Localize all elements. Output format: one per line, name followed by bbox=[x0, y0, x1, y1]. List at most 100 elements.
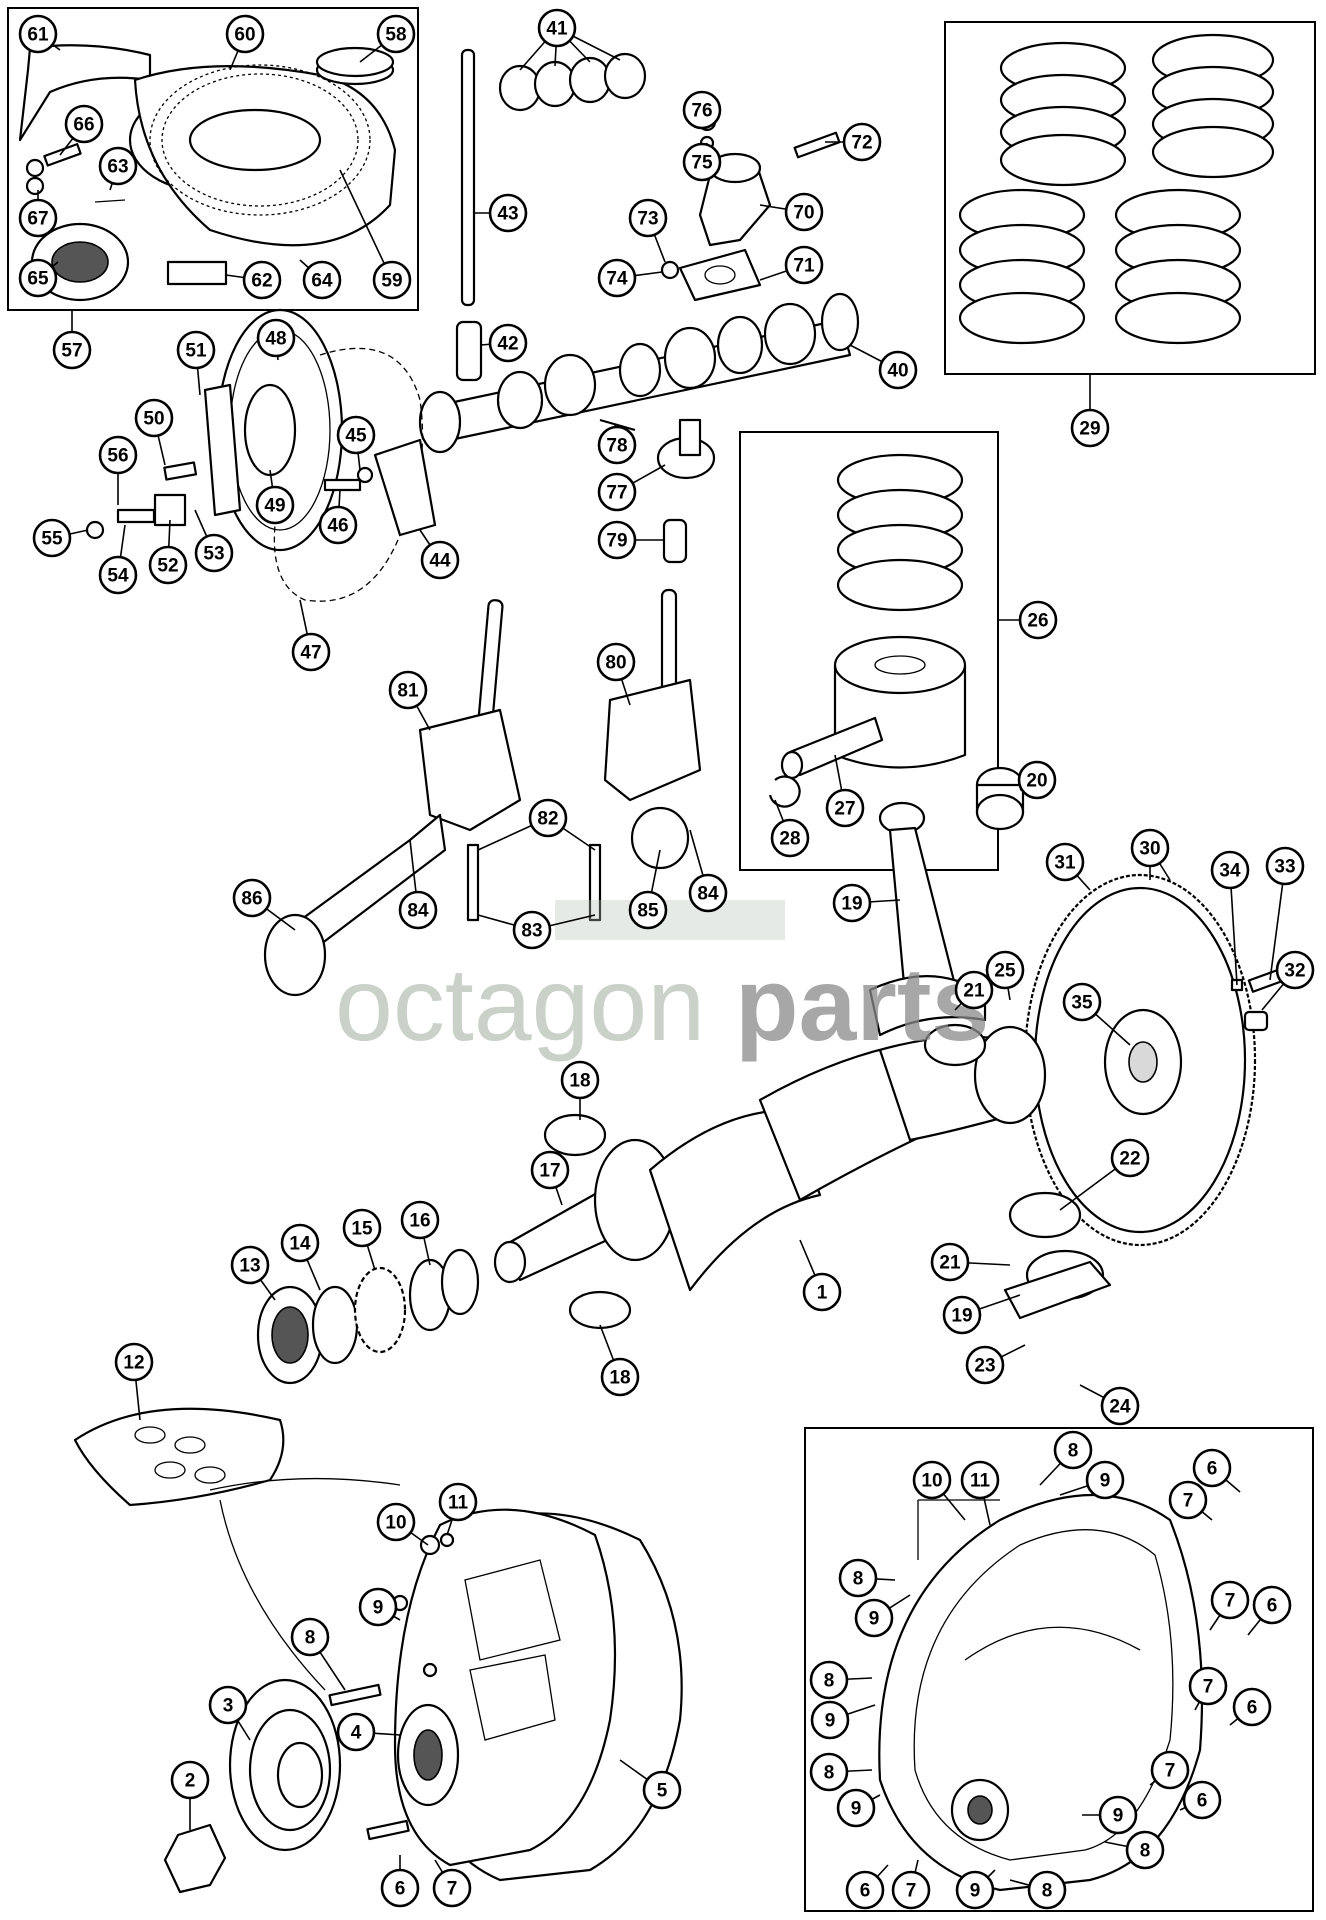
callout-circle bbox=[854, 1598, 894, 1638]
part-callout-62: 62 bbox=[242, 260, 282, 300]
callout-circle bbox=[1110, 1138, 1150, 1178]
callout-number: 7 bbox=[906, 1881, 917, 1902]
callout-circle bbox=[1130, 828, 1170, 868]
callout-circle bbox=[380, 1868, 420, 1908]
callout-number: 44 bbox=[429, 551, 451, 572]
callout-circle bbox=[18, 198, 58, 238]
part-callout-8: 8 bbox=[1053, 1430, 1093, 1470]
callout-number: 26 bbox=[1027, 611, 1048, 632]
callout-circle bbox=[878, 350, 918, 390]
bolt-kit-drawing bbox=[73, 1407, 285, 1507]
callout-number: 6 bbox=[860, 1881, 871, 1902]
part-callout-23: 23 bbox=[965, 1345, 1005, 1385]
callout-circle bbox=[600, 1357, 640, 1397]
part-callout-52: 52 bbox=[148, 545, 188, 585]
distributor-housing-drawing bbox=[599, 112, 841, 564]
callout-number: 49 bbox=[264, 496, 285, 517]
callout-circle bbox=[376, 14, 416, 54]
part-callout-16: 16 bbox=[400, 1200, 440, 1240]
callout-circle bbox=[255, 485, 295, 525]
callout-number: 84 bbox=[697, 884, 719, 905]
callout-number: 35 bbox=[1071, 993, 1093, 1014]
part-callout-55: 55 bbox=[32, 518, 72, 558]
callout-circle bbox=[18, 14, 58, 54]
callout-number: 9 bbox=[825, 1711, 836, 1732]
callout-circle bbox=[770, 818, 810, 858]
part-callout-64: 64 bbox=[302, 260, 342, 300]
callout-number: 81 bbox=[397, 681, 419, 702]
callout-number: 30 bbox=[1139, 839, 1160, 860]
timing-cover-rear-view-drawing bbox=[878, 1493, 1204, 1892]
callout-circle bbox=[954, 970, 994, 1010]
callout-circle bbox=[1210, 1580, 1250, 1620]
part-callout-65: 65 bbox=[18, 258, 58, 298]
part-callout-61: 61 bbox=[18, 14, 58, 54]
callout-circle bbox=[845, 1870, 885, 1910]
callout-circle bbox=[810, 1700, 850, 1740]
part-callout-3: 3 bbox=[208, 1685, 248, 1725]
part-callout-21: 21 bbox=[930, 1242, 970, 1282]
callout-number: 53 bbox=[203, 544, 224, 565]
part-callout-71: 71 bbox=[784, 245, 824, 285]
callout-circle bbox=[420, 540, 460, 580]
callout-number: 7 bbox=[1183, 1491, 1194, 1512]
part-callout-79: 79 bbox=[597, 520, 637, 560]
callout-number: 86 bbox=[241, 889, 262, 910]
callout-circle bbox=[597, 520, 637, 560]
callout-number: 55 bbox=[41, 529, 63, 550]
part-callout-86: 86 bbox=[232, 878, 272, 918]
part-callout-8: 8 bbox=[838, 1558, 878, 1598]
callout-circle bbox=[809, 1660, 849, 1700]
callout-number: 41 bbox=[546, 19, 568, 40]
part-callout-63: 63 bbox=[98, 146, 138, 186]
part-callout-10: 10 bbox=[912, 1460, 952, 1500]
callout-number: 4 bbox=[351, 1723, 362, 1744]
part-callout-6: 6 bbox=[845, 1870, 885, 1910]
leader-line bbox=[339, 169, 393, 281]
part-callout-57: 57 bbox=[52, 330, 92, 370]
part-callout-77: 77 bbox=[597, 472, 637, 512]
part-callout-8: 8 bbox=[809, 1660, 849, 1700]
callout-number: 9 bbox=[970, 1881, 981, 1902]
part-callout-12: 12 bbox=[114, 1342, 154, 1382]
callout-circle bbox=[528, 798, 568, 838]
watermark-brand-light: octagon bbox=[335, 947, 705, 1063]
part-callout-9: 9 bbox=[358, 1587, 398, 1627]
part-callout-19: 19 bbox=[832, 883, 872, 923]
part-callout-84: 84 bbox=[398, 890, 438, 930]
callout-number: 31 bbox=[1054, 853, 1076, 874]
part-callout-40: 40 bbox=[878, 350, 918, 390]
callout-circle bbox=[1070, 408, 1110, 448]
part-callout-28: 28 bbox=[770, 818, 810, 858]
callout-circle bbox=[1062, 982, 1102, 1022]
callout-circle bbox=[376, 1502, 416, 1542]
part-callout-34: 34 bbox=[1210, 850, 1250, 890]
part-callout-47: 47 bbox=[291, 632, 331, 672]
part-callout-7: 7 bbox=[1188, 1666, 1228, 1706]
callout-number: 29 bbox=[1079, 419, 1100, 440]
part-callout-7: 7 bbox=[1150, 1750, 1190, 1790]
callout-number: 21 bbox=[939, 1253, 961, 1274]
callout-number: 45 bbox=[345, 426, 367, 447]
callout-number: 33 bbox=[1274, 857, 1295, 878]
callout-circle bbox=[628, 198, 668, 238]
callout-number: 75 bbox=[691, 153, 713, 174]
part-callout-85: 85 bbox=[628, 890, 668, 930]
callout-number: 74 bbox=[606, 269, 628, 290]
watermark-brand-dark: parts bbox=[735, 947, 989, 1063]
callout-circle bbox=[802, 1272, 842, 1312]
callout-circle bbox=[1232, 1687, 1272, 1727]
callout-circle bbox=[1053, 1430, 1093, 1470]
callout-circle bbox=[1265, 846, 1305, 886]
part-callout-9: 9 bbox=[854, 1598, 894, 1638]
callout-circle bbox=[148, 545, 188, 585]
flywheel-drawing bbox=[1023, 873, 1283, 1247]
callout-circle bbox=[336, 415, 376, 455]
callout-number: 13 bbox=[239, 1256, 260, 1277]
callout-number: 67 bbox=[27, 209, 48, 230]
callout-circle bbox=[784, 192, 824, 232]
part-callout-83: 83 bbox=[512, 910, 552, 950]
callout-number: 21 bbox=[963, 981, 985, 1002]
callout-number: 16 bbox=[409, 1211, 430, 1232]
part-callout-1: 1 bbox=[802, 1272, 842, 1312]
